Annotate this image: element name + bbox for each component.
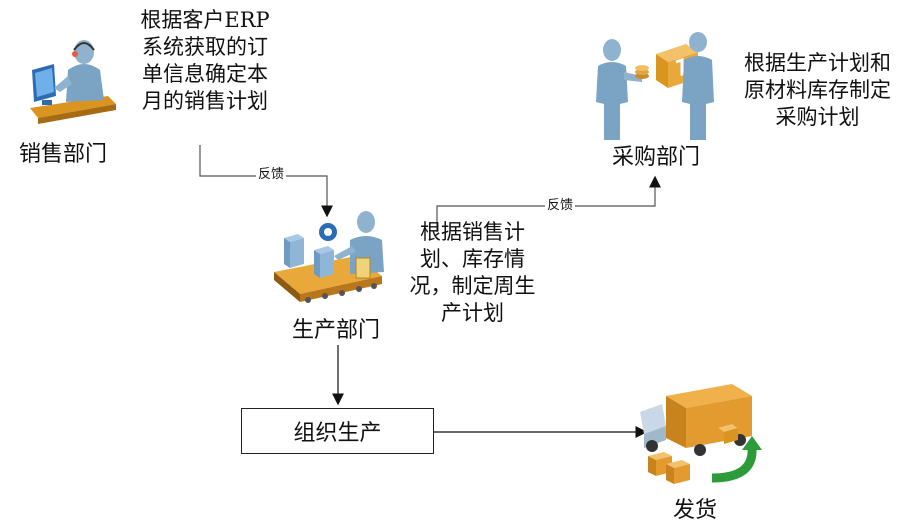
organize-production-box: 组织生产 — [241, 408, 434, 454]
production-note-line: 根据销售计 — [420, 220, 525, 244]
sales-note-line: 根据客户ERP — [140, 8, 270, 32]
sales-label: 销售部门 — [18, 142, 107, 167]
purchasing-note-line: 采购计划 — [775, 105, 860, 129]
production-note: 根据销售计 划、库存情 况，制定周生 产计划 — [405, 219, 540, 327]
purchasing-label: 采购部门 — [611, 145, 700, 170]
purchasing-people-icon — [596, 32, 714, 140]
feedback-label: 反馈 — [256, 167, 287, 183]
delivery-truck-icon — [640, 384, 762, 484]
sales-person-icon — [30, 40, 116, 124]
production-line-icon — [274, 211, 384, 303]
production-note-line: 产计划 — [441, 301, 504, 325]
feedback-label: 反馈 — [545, 198, 576, 214]
production-note-line: 划、库存情 — [420, 247, 525, 271]
shipping-label: 发货 — [672, 498, 717, 523]
purchasing-note-line: 原材料库存制定 — [744, 78, 891, 102]
sales-note-line: 系统获取的订 — [142, 35, 268, 59]
production-label: 生产部门 — [291, 318, 380, 343]
purchasing-note: 根据生产计划和 原材料库存制定 采购计划 — [735, 50, 900, 131]
sales-note-line: 单信息确定本 — [142, 62, 268, 86]
sales-note: 根据客户ERP 系统获取的订 单信息确定本 月的销售计划 — [130, 7, 280, 115]
purchasing-note-line: 根据生产计划和 — [744, 51, 891, 75]
sales-note-line: 月的销售计划 — [142, 89, 268, 113]
production-note-line: 况，制定周生 — [409, 274, 536, 298]
